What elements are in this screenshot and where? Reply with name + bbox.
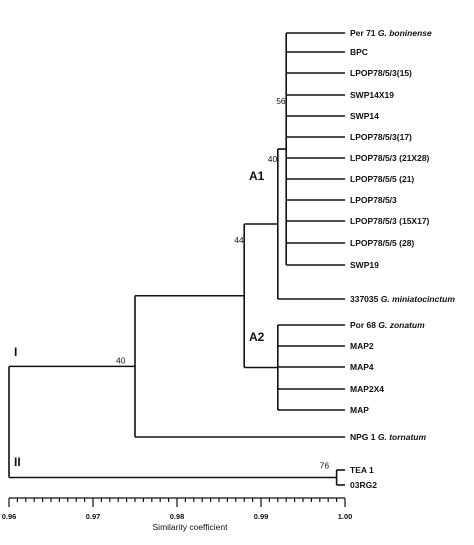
leaf-label: MAP2X4	[350, 384, 384, 394]
group-label-a1: A1	[249, 169, 265, 183]
leaf-label: LPOP78/5/3 (15X17)	[350, 216, 430, 226]
axis-tick-label: 0.99	[254, 512, 269, 521]
leaf-label: Per 71 G. boninense	[350, 28, 432, 38]
leaf-label: 03RG2	[350, 480, 377, 490]
leaf-label: LPOP78/5/3(17)	[350, 132, 412, 142]
leaf-label: NPG 1 G. tornatum	[350, 432, 426, 442]
leaf-label: LPOP78/5/5 (21)	[350, 174, 414, 184]
bootstrap-value: 40	[268, 154, 278, 164]
leaf-label: MAP2	[350, 341, 374, 351]
leaf-label: SWP14	[350, 111, 379, 121]
leaf-label: LPOP78/5/3(15)	[350, 68, 412, 78]
axis-tick-label: 0.97	[86, 512, 101, 521]
axis-title: Similarity coefficient	[153, 522, 229, 532]
leaf-label: SWP14X19	[350, 90, 394, 100]
group-label-a2: A2	[249, 330, 265, 344]
bootstrap-values: 56 40 44 40 76	[116, 96, 329, 471]
leaf-label: TEA 1	[350, 465, 374, 475]
leaf-label: 337035 G. miniatocinctum	[350, 294, 455, 304]
leaf-label: LPOP78/5/5 (28)	[350, 238, 414, 248]
bootstrap-value: 40	[116, 355, 126, 365]
axis-tick-label: 0.96	[2, 512, 17, 521]
axis-tick-label: 0.98	[170, 512, 185, 521]
leaf-label: MAP4	[350, 362, 374, 372]
leaf-label: MAP	[350, 405, 369, 415]
leaf-label: LPOP78/5/3 (21X28)	[350, 153, 430, 163]
tree-branches	[8, 32, 345, 486]
group-label-ii: II	[14, 455, 21, 469]
leaf-label: SWP19	[350, 260, 379, 270]
similarity-axis: 0.96 0.97 0.98 0.99 1.00 Similarity coeffici…	[2, 497, 353, 532]
axis-ticks: 0.96 0.97 0.98 0.99 1.00	[2, 498, 353, 521]
leaf-label: LPOP78/5/3	[350, 195, 397, 205]
bootstrap-value: 76	[320, 461, 330, 471]
bootstrap-value: 44	[234, 235, 244, 245]
leaf-label: Por 68 G. zonatum	[350, 320, 425, 330]
leaf-label: BPC	[350, 47, 368, 57]
group-label-i: I	[14, 345, 17, 359]
bootstrap-value: 56	[276, 96, 286, 106]
axis-tick-label: 1.00	[338, 512, 353, 521]
